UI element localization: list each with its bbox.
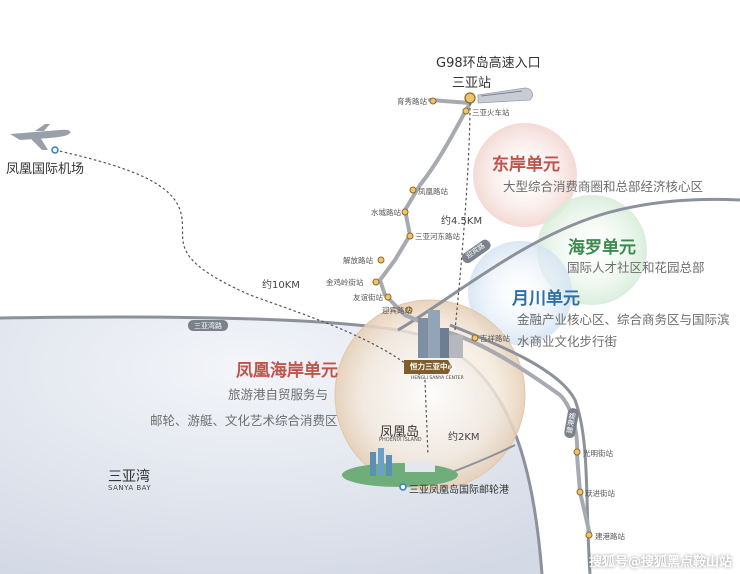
yuechuan-unit-desc-line1: 金融产业核心区、综合商务区与国际滨: [517, 312, 730, 327]
station-dot: [384, 293, 392, 301]
cruise-port-label: 三亚凤凰岛国际邮轮港: [409, 485, 509, 496]
yuechuan-unit-desc-line2: 水商业文化步行街: [517, 334, 618, 349]
station-label-guangming-street: 光明街站: [583, 449, 613, 458]
airplane-icon: [10, 124, 71, 150]
airport-distance-label: 约10KM: [262, 280, 300, 291]
station-distance-label: 约4.5KM: [441, 216, 483, 227]
station-dot: [409, 186, 417, 194]
dongan-unit-title: 东岸单元: [492, 155, 560, 175]
sanya-station-marker: [464, 92, 476, 104]
island-name-en: PHOENIX ISLAND: [379, 437, 422, 443]
station-label-sanya-hedong-road: 三亚河东路站: [415, 232, 460, 241]
port-marker: [399, 483, 407, 491]
station-label-yingbin-road: 迎宾路站: [382, 306, 412, 315]
station-label-jiefang-road: 解放路站: [343, 256, 373, 265]
station-label-jinjiling-street: 金鸡岭街站: [326, 278, 364, 287]
station-label-yuejin-street: 跃进街站: [585, 489, 615, 498]
station-dot: [377, 256, 385, 264]
sanya-station-label: 三亚站: [452, 76, 492, 91]
fenghuang-haian-unit-desc-line2: 邮轮、游艇、文化艺术综合消费区: [150, 413, 338, 428]
fenghuang-haian-unit-title: 凤凰海岸单元: [236, 361, 338, 381]
station-label-sanya-train: 三亚火车站: [472, 108, 510, 117]
dongan-unit-desc: 大型综合消费商圈和总部经济核心区: [503, 179, 704, 194]
station-dot: [405, 306, 413, 314]
hailuo-unit-title: 海罗单元: [568, 238, 636, 258]
station-dot: [585, 531, 593, 539]
station-dot: [573, 448, 581, 456]
train-graphic: [477, 87, 533, 104]
project-name-en: HENGLI SANYA CENTER: [411, 376, 464, 381]
station-dot: [372, 278, 380, 286]
yingbin-road-badge: [461, 239, 491, 264]
station-label-jixiang-road: 吉祥路站: [480, 334, 510, 343]
station-label-shuicheng-road: 水城路站: [371, 208, 401, 217]
airport-route: [54, 149, 421, 376]
sanya-bay-road-badge: [188, 320, 228, 331]
project-name: 恒力三亚中心: [410, 362, 455, 371]
airport-marker: [51, 146, 59, 154]
fenghuang-haian-unit-desc-line1: 旅游港自贸服务与: [228, 387, 329, 402]
station-route: [454, 102, 471, 331]
sanya-bay-label-en: SANYA BAY: [108, 484, 152, 492]
island-name: 凤凰岛: [380, 425, 420, 440]
project-buildings: [418, 310, 463, 358]
yuechuan-unit-title: 月川单元: [512, 289, 580, 309]
phoenix-island: [342, 448, 458, 487]
airport-label: 凤凰国际机场: [6, 162, 85, 177]
station-label-jiangang-road: 建港路站: [595, 532, 625, 541]
station-dot: [429, 97, 437, 105]
port-distance-label: 约2KM: [448, 432, 480, 443]
dongan-unit-bubble: [473, 123, 577, 227]
station-label-youyi-street: 友谊街站: [353, 293, 383, 302]
main-road: [397, 197, 740, 332]
station-dots: [372, 97, 593, 539]
expressway-entrance-label: G98环岛高速入口: [436, 56, 541, 71]
watermark: 搜狐号@搜狐黑点鞍山站: [588, 555, 732, 570]
station-dot: [462, 107, 470, 115]
station-label-yuxiu-road: 育秀路站: [397, 97, 427, 106]
project-glow-circle: [334, 299, 526, 491]
jiangang-road-badge: [564, 408, 579, 439]
station-label-fenghuang-road: 凤凰路站: [418, 187, 448, 196]
hailuo-unit-desc: 国际人才社区和花园总部: [567, 260, 705, 275]
project-pointer: [404, 360, 452, 374]
sanya-bay-label: 三亚湾: [108, 469, 150, 485]
sanya-bay-road-label: 三亚湾路: [194, 322, 222, 330]
station-dot: [401, 208, 409, 216]
station-dot: [576, 488, 584, 496]
station-dot: [471, 334, 479, 342]
jiangang-road-line: [449, 323, 592, 574]
station-dot: [406, 232, 414, 240]
